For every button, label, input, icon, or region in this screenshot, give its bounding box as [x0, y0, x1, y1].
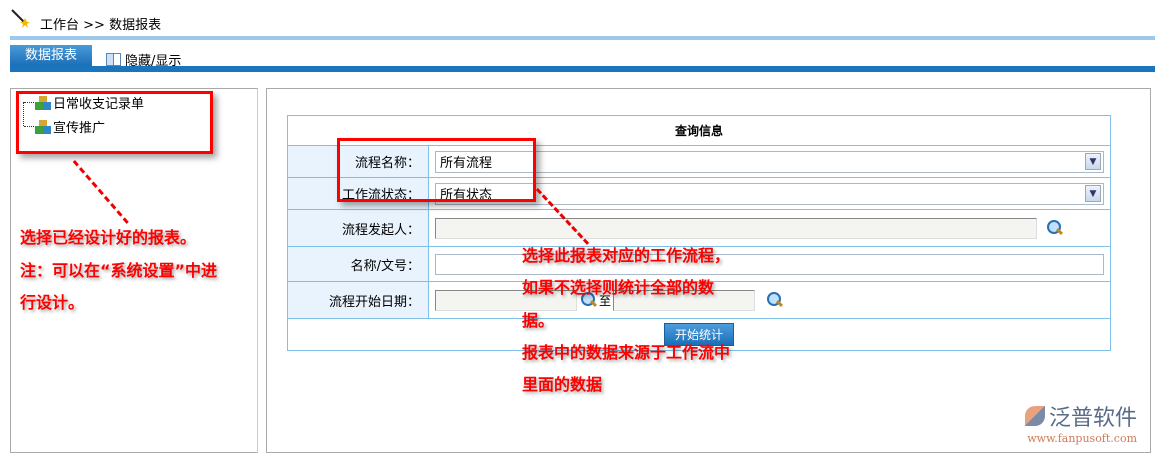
tree-item[interactable]: 日常收支记录单: [24, 93, 144, 112]
wand-icon: [10, 8, 30, 28]
start-statistics-button[interactable]: 开始统计: [663, 323, 734, 346]
logo: 泛普软件 www.fanpusoft.com: [1025, 400, 1137, 445]
annotation-text: 选择此报表对应的工作流程，: [522, 246, 731, 265]
report-icon: [35, 95, 51, 110]
breadcrumb-home[interactable]: 工作台: [40, 18, 80, 33]
annotation-text: 注：可以在“系统设置”中进: [20, 261, 218, 280]
tree-item-label: 宣传推广: [53, 121, 106, 136]
breadcrumb-current: 数据报表: [109, 18, 162, 33]
chevron-down-icon[interactable]: ▼: [1085, 185, 1101, 202]
date-label: 流程开始日期：: [287, 281, 429, 319]
breadcrumb-separator: >>: [83, 18, 105, 33]
annotation-box: [337, 138, 536, 202]
annotation-text: 报表中的数据来源于工作流中: [522, 343, 731, 362]
annotation-text: 据。: [522, 311, 555, 330]
date-to-label: 至: [599, 293, 612, 308]
end-date-input[interactable]: [613, 289, 756, 311]
flow-name-value: 所有流程: [440, 156, 493, 171]
breadcrumb: 工作台 >> 数据报表: [40, 14, 161, 33]
report-icon: [35, 119, 51, 134]
status-label: 工作流状态：: [287, 177, 429, 210]
tree-item[interactable]: 宣传推广: [24, 117, 105, 136]
divider: [10, 36, 1155, 40]
logo-icon: [1025, 406, 1045, 426]
initiator-input[interactable]: [435, 217, 1037, 239]
initiator-label: 流程发起人：: [287, 209, 429, 247]
annotation-text: 行设计。: [20, 293, 85, 312]
query-form: 查询信息 流程名称：所有流程▼ 工作流状态：所有状态▼ 流程发起人： 名称/文号…: [287, 115, 1111, 351]
calendar-search-icon[interactable]: [765, 291, 783, 309]
chevron-down-icon[interactable]: ▼: [1085, 153, 1101, 170]
tab-bar: [10, 66, 1155, 72]
tree-line: [23, 102, 24, 126]
annotation-box: [16, 91, 213, 154]
tab-data-report[interactable]: 数据报表: [10, 45, 92, 66]
docno-label: 名称/文号：: [287, 246, 429, 282]
logo-name: 泛普软件: [1049, 406, 1138, 431]
search-icon[interactable]: [1045, 219, 1063, 237]
logo-url: www.fanpusoft.com: [1027, 432, 1138, 445]
start-date-input[interactable]: [435, 289, 577, 311]
toggle-panel-button[interactable]: 隐藏/显示: [106, 50, 181, 69]
flow-name-label: 流程名称：: [287, 145, 429, 178]
annotation-text: 里面的数据: [522, 375, 603, 394]
toggle-label: 隐藏/显示: [125, 54, 182, 69]
flow-name-select[interactable]: 所有流程 ▼: [435, 150, 1104, 173]
annotation-text: 选择已经设计好的报表。: [20, 228, 197, 247]
annotation-text: 如果不选择则统计全部的数: [522, 278, 715, 297]
calendar-search-icon[interactable]: [579, 291, 597, 309]
tree-item-label: 日常收支记录单: [53, 97, 145, 112]
panel-icon: [106, 53, 121, 66]
docno-input[interactable]: [435, 253, 1104, 275]
